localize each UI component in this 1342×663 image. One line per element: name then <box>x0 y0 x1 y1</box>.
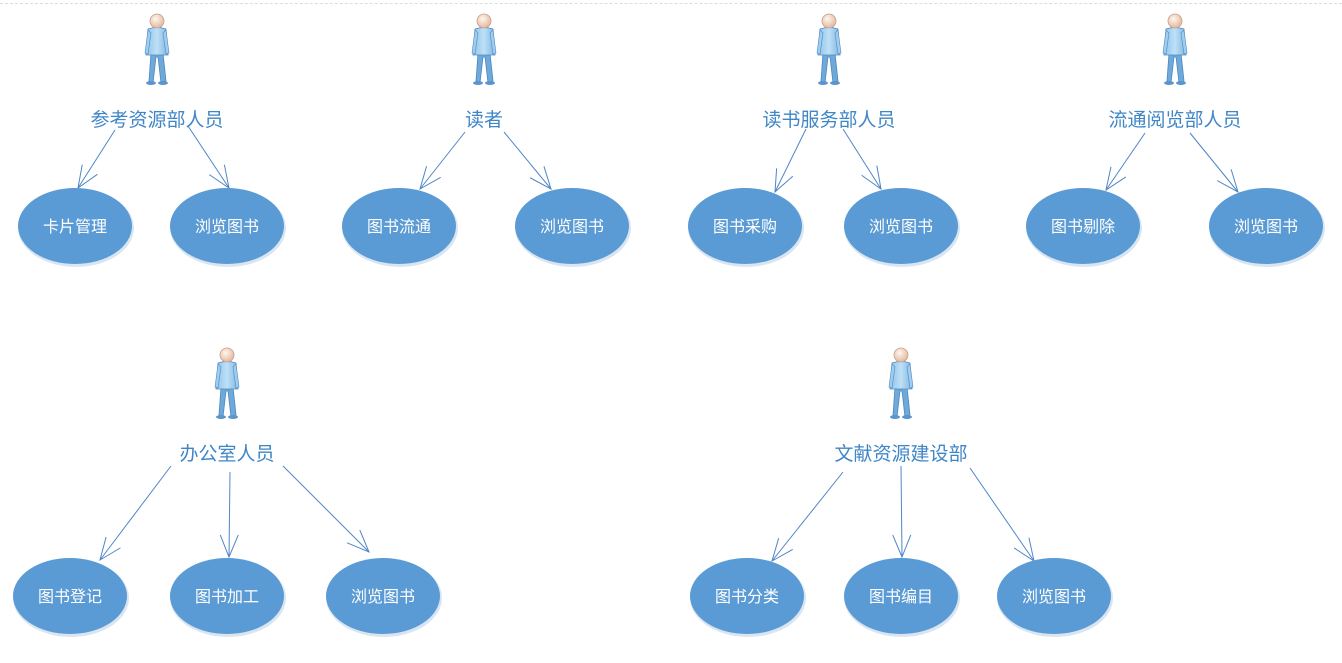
use-case-ellipse[interactable] <box>342 188 456 264</box>
association-arrow <box>892 465 912 559</box>
actor-label: 读书服务部人员 <box>762 109 895 131</box>
use-case-ellipse[interactable] <box>170 188 284 264</box>
use-case-label: 浏览图书 <box>351 587 415 606</box>
use-case-label: 图书编目 <box>869 587 933 606</box>
use-case[interactable]: 图书分类 <box>690 558 806 637</box>
use-case-label: 图书采购 <box>713 217 777 236</box>
use-case-ellipse[interactable] <box>326 558 440 634</box>
use-case-label: 图书登记 <box>38 587 102 606</box>
use-case-ellipse[interactable] <box>1026 188 1140 264</box>
actor-icon <box>816 13 842 85</box>
actor-label: 流通阅览部人员 <box>1108 109 1241 131</box>
use-case[interactable]: 浏览图书 <box>326 558 442 637</box>
use-case[interactable]: 图书编目 <box>844 558 960 637</box>
association-arrow <box>771 471 844 563</box>
use-case-ellipse[interactable] <box>515 188 629 264</box>
actor-icon <box>888 347 914 419</box>
actor-label: 办公室人员 <box>179 443 274 465</box>
use-case-ellipse[interactable] <box>844 188 958 264</box>
use-case-label: 图书流通 <box>367 217 431 236</box>
association-arrow <box>99 465 172 562</box>
use-case-ellipse[interactable] <box>13 558 127 634</box>
actor-label: 读者 <box>465 109 503 131</box>
use-case-label: 浏览图书 <box>540 217 604 236</box>
use-case-ellipse[interactable] <box>688 188 802 264</box>
association-arrow <box>503 131 552 191</box>
top-divider <box>0 3 1342 4</box>
use-case[interactable]: 图书登记 <box>13 558 129 637</box>
use-case-label: 浏览图书 <box>1234 217 1298 236</box>
use-case-ellipse[interactable] <box>170 558 284 634</box>
actor-icon <box>1162 13 1188 85</box>
association-arrow <box>774 128 807 194</box>
use-case-ellipse[interactable] <box>1209 188 1323 264</box>
use-case-label: 图书加工 <box>195 587 259 606</box>
use-case-label: 浏览图书 <box>869 217 933 236</box>
use-case[interactable]: 浏览图书 <box>844 188 960 267</box>
actor-icon <box>144 13 170 85</box>
association-arrow <box>187 125 230 190</box>
use-case-ellipse[interactable] <box>844 558 958 634</box>
association-arrow <box>282 465 370 553</box>
use-case[interactable]: 图书加工 <box>170 558 286 637</box>
association-arrow <box>1189 132 1239 194</box>
use-case[interactable]: 图书剔除 <box>1026 188 1142 267</box>
association-arrow <box>969 467 1035 563</box>
association-arrow <box>77 129 116 190</box>
use-case[interactable]: 浏览图书 <box>515 188 631 267</box>
use-case[interactable]: 图书采购 <box>688 188 804 267</box>
actor-label: 参考资源部人员 <box>90 109 223 131</box>
actor-icon <box>214 347 240 419</box>
use-case-ellipse[interactable] <box>997 558 1111 634</box>
association-arrow <box>419 131 466 191</box>
use-case[interactable]: 卡片管理 <box>18 188 134 267</box>
association-arrow <box>1105 132 1146 192</box>
use-case-label: 图书分类 <box>715 587 779 606</box>
association-arrow <box>842 128 882 191</box>
use-case-ellipse[interactable] <box>18 188 132 264</box>
use-case[interactable]: 浏览图书 <box>997 558 1113 637</box>
use-case[interactable]: 图书流通 <box>342 188 458 267</box>
use-case-label: 卡片管理 <box>43 217 107 236</box>
use-case-label: 图书剔除 <box>1051 217 1115 236</box>
use-case[interactable]: 浏览图书 <box>170 188 286 267</box>
actor-label: 文献资源建设部 <box>834 443 967 465</box>
use-case-ellipse[interactable] <box>690 558 804 634</box>
use-case-label: 浏览图书 <box>195 217 259 236</box>
actor-icon <box>471 13 497 85</box>
use-case-label: 浏览图书 <box>1022 587 1086 606</box>
association-arrow <box>219 471 239 559</box>
use-case[interactable]: 浏览图书 <box>1209 188 1325 267</box>
